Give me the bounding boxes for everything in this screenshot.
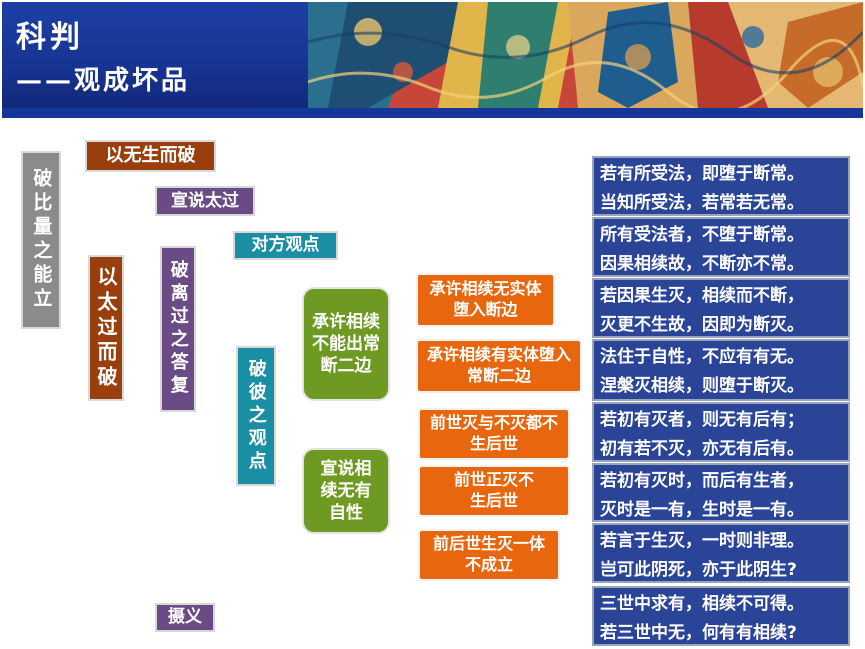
verse-line: 灭时是一有，生时是一有。 <box>600 496 848 522</box>
verse-line: 初有若不灭，亦无有后有。 <box>600 435 848 462</box>
verse-line: 所有受法者，不堕于断常。 <box>600 221 848 250</box>
verse-line: 当知所受法，若常若无常。 <box>600 189 848 216</box>
verse-box-3: 若因果生灭，相续而不断， 灭更不生故，因即为断灭。 <box>592 278 850 338</box>
verse-line: 若有所受法，即堕于断常。 <box>600 160 848 189</box>
node-prev-next-not-one: 前后世生灭一体不成立 <box>418 529 560 581</box>
verse-line: 涅槃灭相续，则堕于断灭。 <box>600 372 848 401</box>
node-summary: 摄义 <box>155 603 215 632</box>
node-state-excess: 宣说太过 <box>155 186 255 216</box>
verse-box-5: 若初有灭者，则无有后有； 初有若不灭，亦无有后有。 <box>592 402 850 462</box>
verse-line: 若因果生灭，相续而不断， <box>600 282 848 311</box>
node-root: 破比量之能立 <box>21 151 61 329</box>
verse-line: 若三世中无，何有有相续? <box>600 619 848 646</box>
verse-box-4: 法住于自性，不应有有无。 涅槃灭相续，则堕于断灭。 <box>592 339 850 401</box>
node-opponent-view: 对方观点 <box>233 231 338 260</box>
node-prev-ceasing: 前世正灭不生后世 <box>418 465 570 517</box>
verse-line: 岂可此阴死，亦于此阴生? <box>600 556 848 583</box>
verse-line: 法住于自性，不应有有无。 <box>600 343 848 372</box>
node-accept-continuum: 承许相续不能出常断二边 <box>302 287 390 401</box>
node-continuum-entity: 承许相续有实体堕入常断二边 <box>416 339 582 393</box>
node-continuum-no-entity: 承许相续无实体堕入断边 <box>416 273 555 327</box>
verse-line: 若初有灭时，而后有生者， <box>600 467 848 496</box>
node-by-excess: 以太过而破 <box>88 255 124 401</box>
verse-line: 若言于生灭，一时则非理。 <box>600 527 848 556</box>
verse-box-7: 若言于生灭，一时则非理。 岂可此阴死，亦于此阴生? <box>592 523 850 583</box>
node-prev-ceased-or-not: 前世灭与不灭都不生后世 <box>418 408 570 460</box>
verse-box-2: 所有受法者，不堕于断常。 因果相续故，不断亦不常。 <box>592 217 850 277</box>
verse-box-1: 若有所受法，即堕于断常。 当知所受法，若常若无常。 <box>592 156 850 216</box>
verse-line: 因果相续故，不断亦不常。 <box>600 250 848 277</box>
verse-box-8: 三世中求有，相续不可得。 若三世中无，何有有相续? <box>592 586 850 646</box>
verse-box-6: 若初有灭时，而后有生者， 灭时是一有，生时是一有。 <box>592 463 850 522</box>
node-refute-their-view: 破彼之观点 <box>236 346 276 486</box>
verse-line: 若初有灭者，则无有后有； <box>600 406 848 435</box>
node-by-no-birth: 以无生而破 <box>85 140 216 172</box>
verse-line: 三世中求有，相续不可得。 <box>600 590 848 619</box>
node-refute-reply: 破离过之答复 <box>160 246 196 412</box>
verse-line: 灭更不生故，因即为断灭。 <box>600 311 848 338</box>
node-state-no-nature: 宣说相续无有自性 <box>302 448 390 534</box>
